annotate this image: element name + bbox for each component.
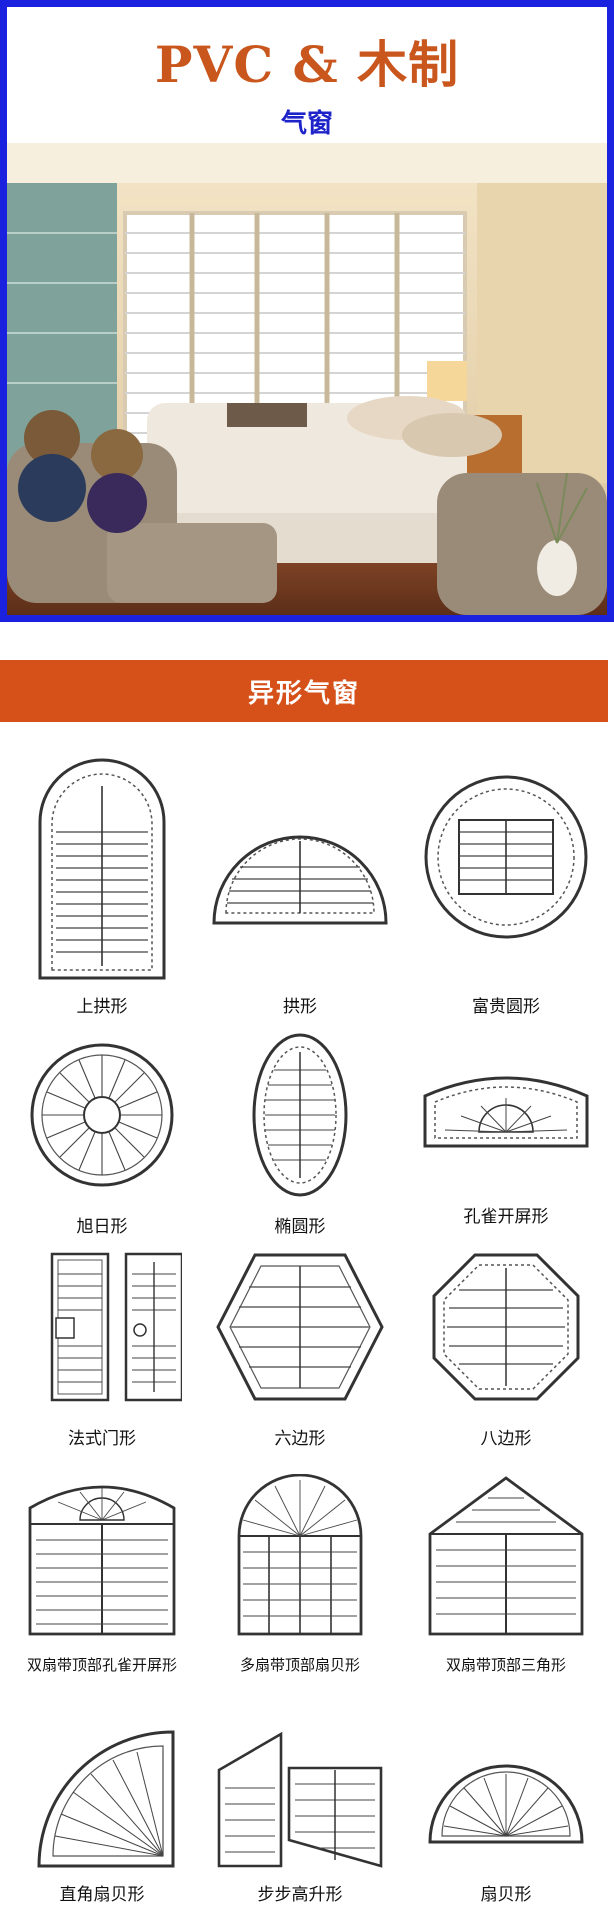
double-triangle-top-window-icon [428,1476,584,1636]
shape-label: 扇贝形 [480,1885,532,1905]
peacock-window-icon [423,1076,589,1148]
shape-item: 双扇带顶部孔雀开屏形 [2,1474,202,1684]
shape-label: 六边形 [274,1429,326,1449]
shape-item: 直角扇贝形 [2,1730,202,1920]
quarter-fan-window-icon [37,1730,175,1868]
shape-item: 法式门形 [2,1252,202,1452]
shape-item: 步步高升形 [200,1730,400,1920]
shape-item: 椭圆形 [200,1030,400,1240]
arch-top-window-icon [38,758,166,980]
shape-label: 孔雀开屏形 [463,1207,549,1227]
shape-label: 直角扇贝形 [59,1885,145,1905]
fan-window-icon [428,1764,584,1844]
shape-item: 八边形 [406,1252,606,1452]
octagon-window-icon [432,1253,580,1401]
french-door-icon [50,1252,182,1402]
stepped-window-icon [217,1731,383,1868]
shape-item: 多扇带顶部扇贝形 [200,1474,400,1684]
shape-label: 双扇带顶部三角形 [445,1656,566,1674]
shape-label: 多扇带顶部扇贝形 [239,1656,360,1674]
shape-label: 步步高升形 [257,1885,343,1905]
sunburst-window-icon [30,1043,174,1187]
hexagon-window-icon [216,1253,384,1401]
shape-label: 拱形 [283,997,317,1017]
shape-item: 双扇带顶部三角形 [406,1474,606,1684]
multi-fan-top-window-icon [237,1474,363,1636]
section-header: 异形气窗 [0,660,608,722]
shape-item: 富贵圆形 [406,752,606,1032]
shape-item: 旭日形 [2,1040,202,1240]
shape-label: 法式门形 [68,1429,136,1449]
section-title: 异形气窗 [247,678,360,709]
shape-label: 八边形 [480,1429,532,1449]
brand-subtitle: 气窗 [280,109,333,139]
shape-item: 六边形 [200,1252,400,1452]
shape-label: 富贵圆形 [472,997,540,1017]
shape-label: 上拱形 [76,997,128,1017]
oval-window-icon [252,1033,348,1197]
shape-label: 椭圆形 [274,1217,326,1237]
shape-item: 扇贝形 [406,1756,606,1920]
double-peacock-top-window-icon [28,1485,176,1636]
bedroom-photo [7,143,607,615]
product-banner: PVC & 木制 气窗 [0,0,614,622]
shape-item: 拱形 [200,752,400,1032]
shape-label: 旭日形 [76,1217,128,1237]
circle-window-icon [424,775,588,939]
shape-item: 上拱形 [2,752,202,1032]
shape-item: 孔雀开屏形 [406,1070,606,1240]
half-arch-window-icon [212,835,388,925]
brand-title: PVC & 木制 [154,35,460,94]
shape-label: 双扇带顶部孔雀开屏形 [26,1656,177,1674]
